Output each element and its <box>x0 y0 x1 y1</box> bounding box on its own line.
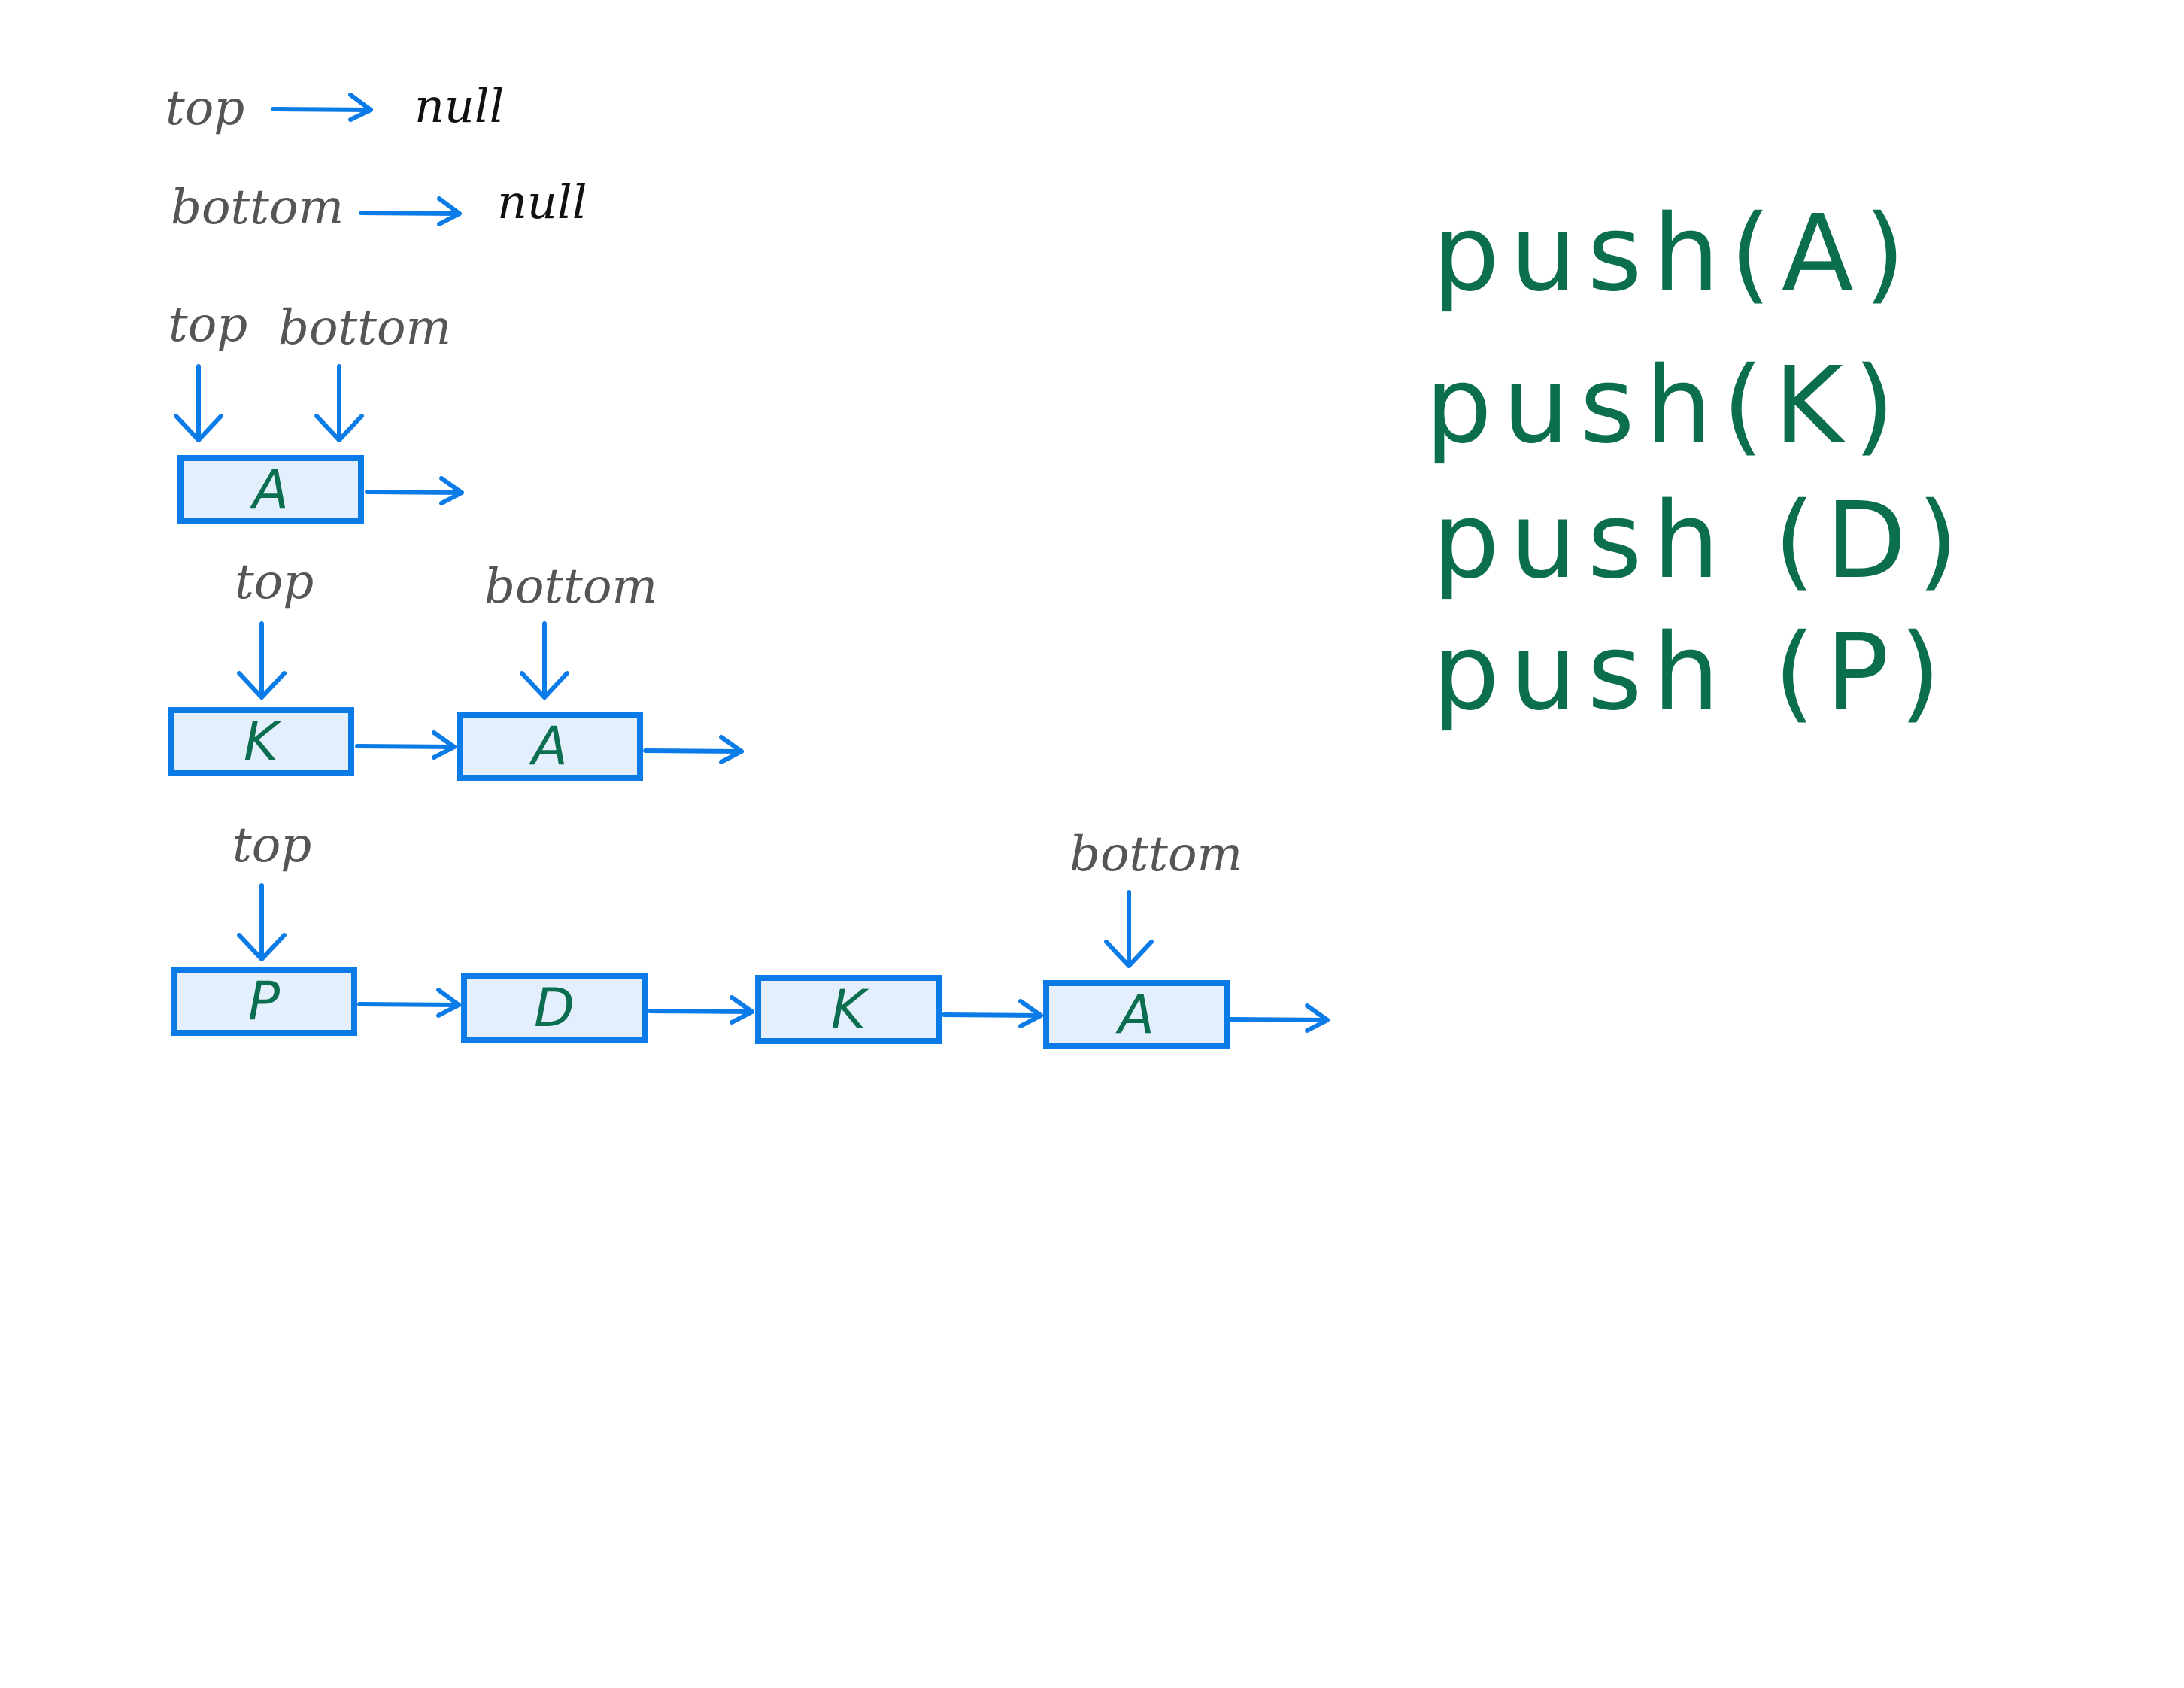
state3-next-arrow-icon <box>1229 1003 1330 1033</box>
state3-top-label: top <box>232 818 312 873</box>
node-value: K <box>244 711 278 773</box>
state3-bottom-label: bottom <box>1069 827 1243 882</box>
node-value: P <box>247 970 281 1032</box>
state1-next-arrow-icon <box>365 476 464 505</box>
node-value: K <box>831 979 866 1040</box>
state2-node-k: K <box>168 707 354 776</box>
state1-bottom-pointer-arrow-icon <box>314 364 364 442</box>
state3-node-p: P <box>171 967 357 1036</box>
operation-push-p: push (P) <box>1433 612 1952 734</box>
state3-node-d: D <box>461 973 648 1043</box>
state2-next-arrow-icon <box>643 735 744 764</box>
state2-node-a: A <box>457 712 643 781</box>
initial-bottom-label: bottom <box>171 180 344 235</box>
state3-link-arrow-icon <box>942 999 1043 1028</box>
node-value: A <box>1118 984 1154 1046</box>
state3-link-arrow-icon <box>648 995 754 1025</box>
state3-node-k: K <box>755 975 942 1044</box>
initial-bottom-arrow-icon <box>359 196 462 226</box>
state1-top-pointer-arrow-icon <box>174 364 223 442</box>
state1-node-a: A <box>177 455 364 524</box>
state3-node-a: A <box>1043 980 1230 1049</box>
operation-push-a: push(A) <box>1433 193 1916 315</box>
state2-link-arrow-icon <box>355 730 457 760</box>
state2-bottom-label: bottom <box>484 559 658 615</box>
initial-top-null: null <box>414 78 505 133</box>
operation-push-k: push(K) <box>1425 345 1906 467</box>
state2-bottom-pointer-arrow-icon <box>520 621 569 700</box>
state2-top-pointer-arrow-icon <box>237 621 287 700</box>
initial-bottom-null: null <box>497 175 587 229</box>
state3-bottom-pointer-arrow-icon <box>1104 890 1154 968</box>
operation-push-d: push (D) <box>1433 480 1969 603</box>
node-value: A <box>253 459 289 521</box>
node-value: D <box>534 977 575 1039</box>
initial-top-label: top <box>165 80 245 136</box>
state3-link-arrow-icon <box>357 988 461 1018</box>
node-value: A <box>532 715 568 777</box>
state3-top-pointer-arrow-icon <box>237 883 287 961</box>
state1-top-label: top <box>168 297 248 353</box>
state1-bottom-label: bottom <box>278 300 452 356</box>
state2-top-label: top <box>235 554 314 610</box>
initial-top-arrow-icon <box>271 93 373 122</box>
